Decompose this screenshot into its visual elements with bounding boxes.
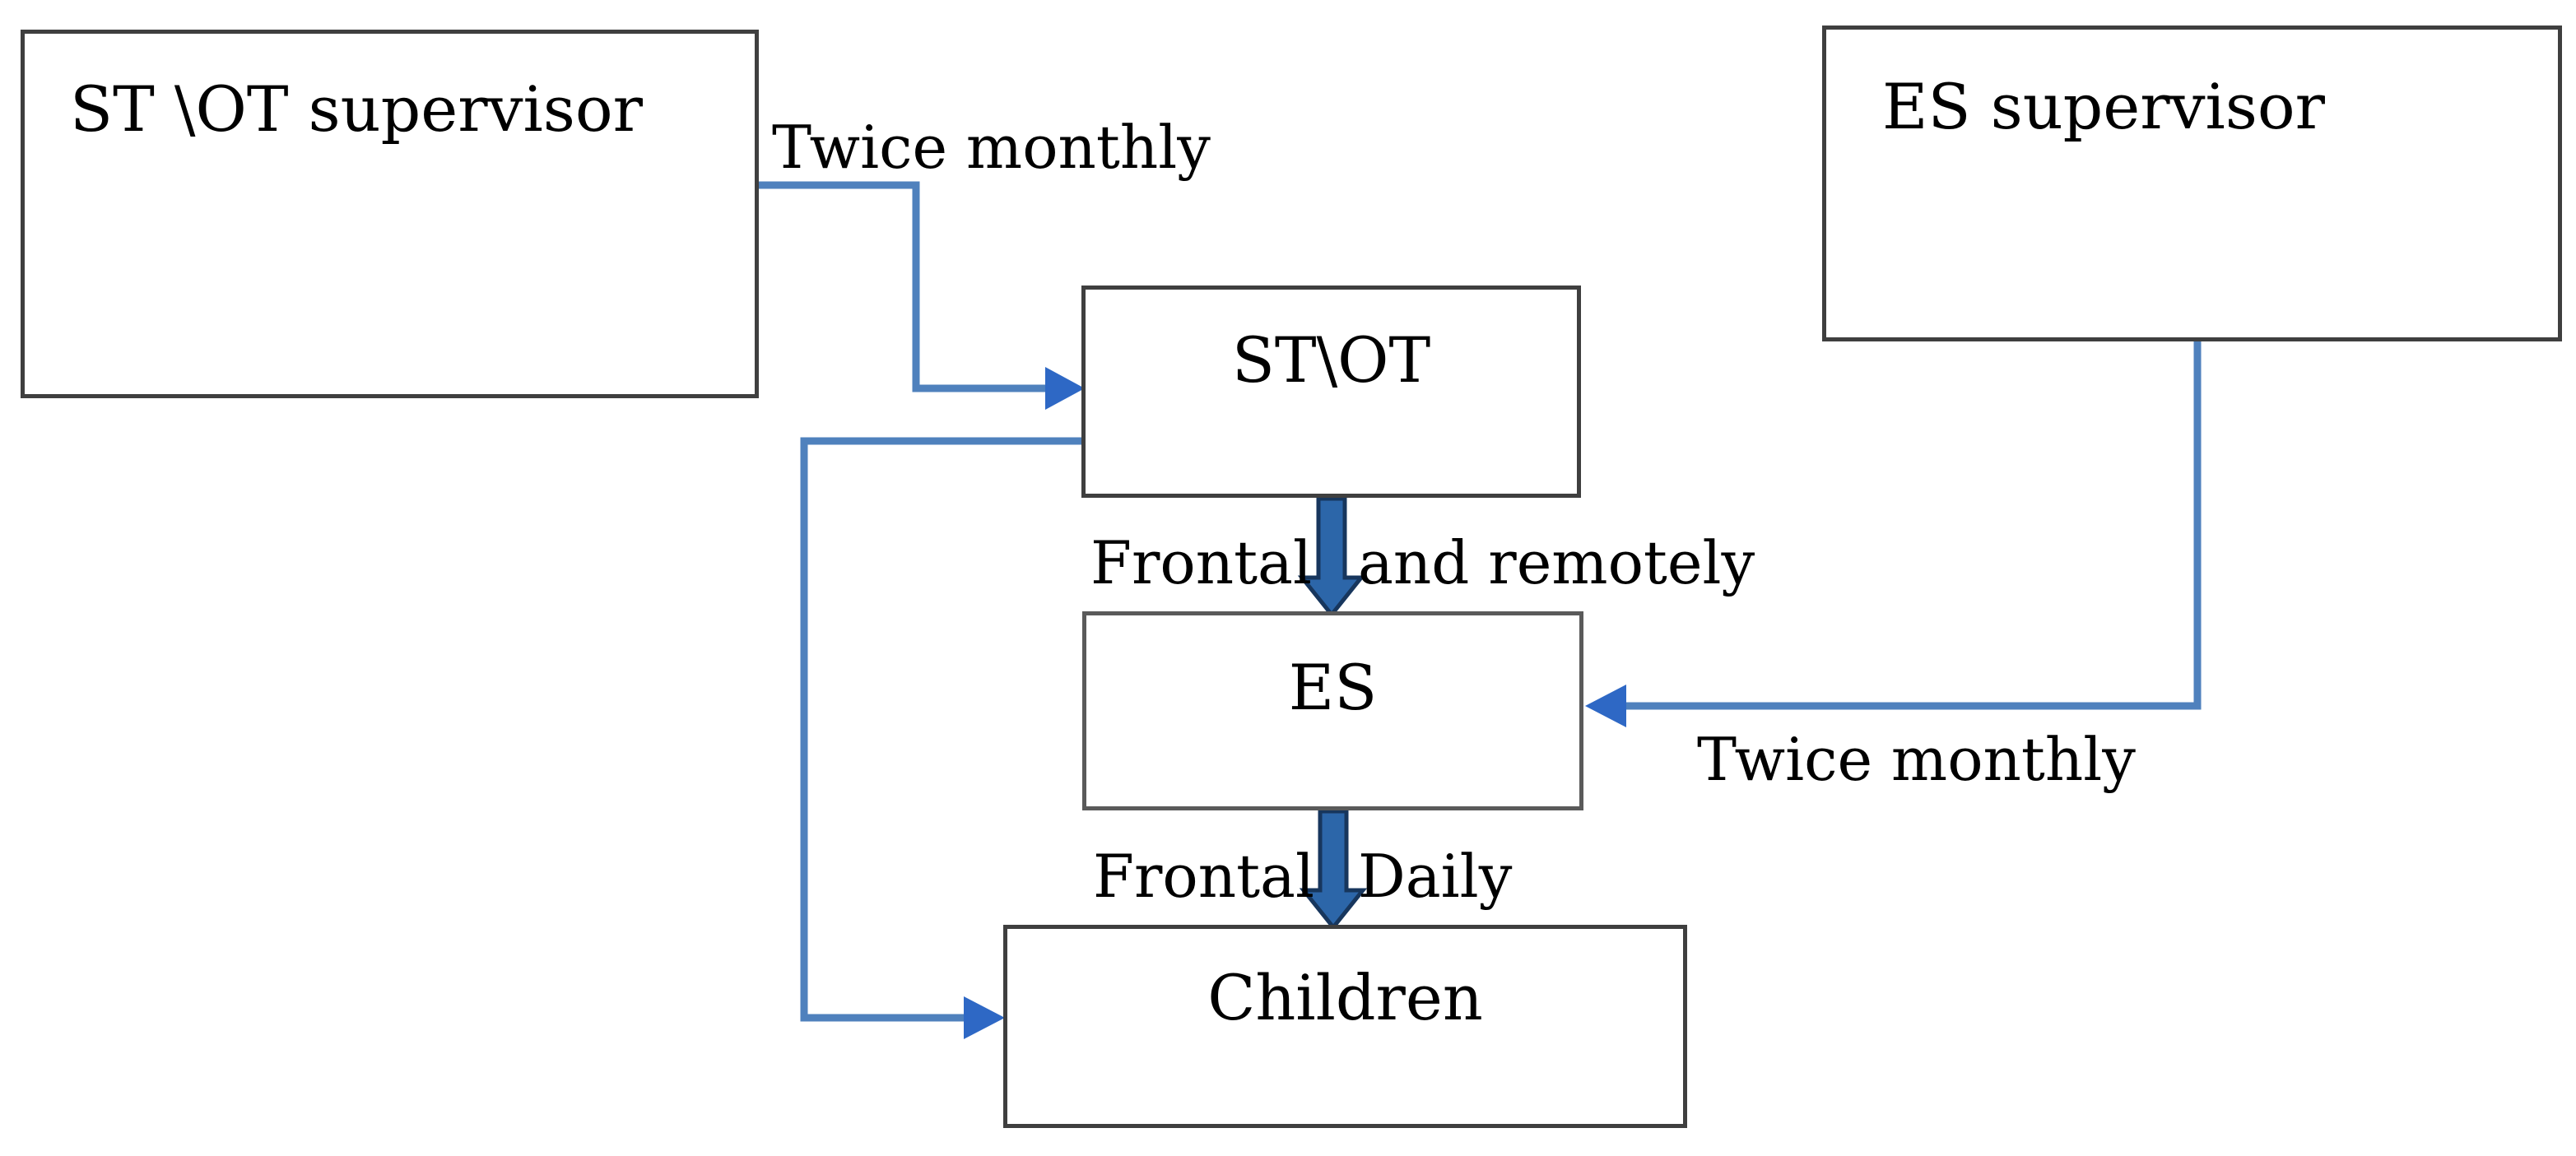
arrowhead-es-supervisor-to-es xyxy=(1585,685,1626,727)
node-st-ot-label: ST\OT xyxy=(1231,323,1431,397)
connector-es-supervisor-to-es xyxy=(1623,341,2202,710)
thick-arrow-stot-to-es xyxy=(1297,496,1366,619)
edge-label-twice-monthly-right: Twice monthly xyxy=(1697,725,2136,794)
node-es-supervisor-label: ES supervisor xyxy=(1882,70,2325,143)
node-children: Children xyxy=(1003,925,1687,1128)
arrowhead-stot-to-children xyxy=(964,996,1005,1039)
node-st-ot-supervisor-label: ST \OT supervisor xyxy=(70,72,643,146)
node-children-label: Children xyxy=(1207,961,1483,1034)
connector-supervisor-to-stot xyxy=(759,181,1049,392)
edge-label-daily: Daily xyxy=(1358,842,1513,911)
node-es-label: ES xyxy=(1288,651,1378,724)
edge-label-frontal-es-children: Frontal xyxy=(1093,842,1314,911)
node-st-ot-supervisor: ST \OT supervisor xyxy=(21,30,759,398)
connector-stot-to-children xyxy=(800,437,1081,1022)
node-st-ot: ST\OT xyxy=(1081,286,1581,498)
edge-label-and-remotely: and remotely xyxy=(1358,528,1755,597)
node-es: ES xyxy=(1082,611,1583,810)
edge-label-twice-monthly-left: Twice monthly xyxy=(772,113,1211,182)
arrowhead-supervisor-to-stot xyxy=(1045,367,1085,410)
edge-label-frontal-stot-es: Frontal xyxy=(1090,528,1312,597)
node-es-supervisor: ES supervisor xyxy=(1822,26,2562,341)
thick-arrow-es-to-children xyxy=(1299,809,1368,931)
